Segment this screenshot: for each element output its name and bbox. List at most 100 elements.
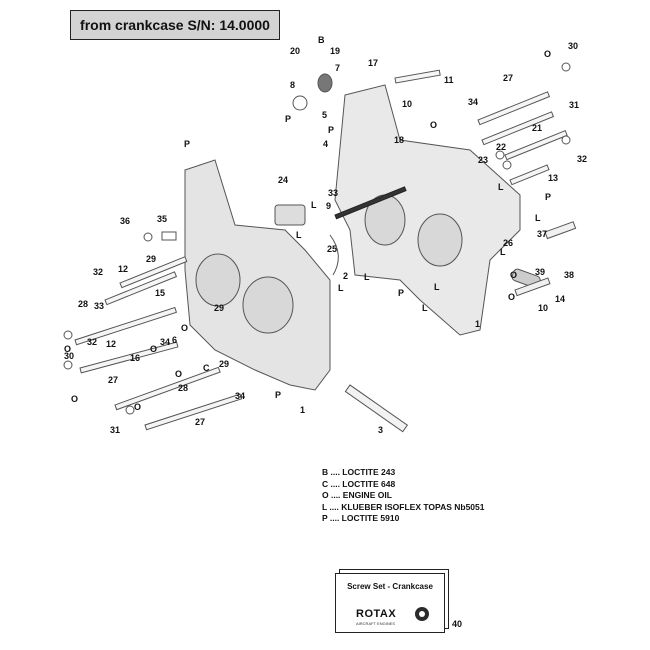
callout-39: 39	[535, 267, 545, 277]
callout-23: 23	[478, 155, 488, 165]
callout-27: 27	[108, 375, 118, 385]
symbol-labels: B O P P O L L L P P L P L L L L L O O O O O O C O P O	[64, 35, 551, 412]
callout-26: 26	[503, 238, 513, 248]
callout-1: 1	[300, 405, 305, 415]
callout-18: 18	[394, 135, 404, 145]
symbol-o: O	[71, 394, 78, 404]
callout-32: 32	[87, 337, 97, 347]
callout-29: 29	[219, 359, 229, 369]
rotax-logo: ROTAX	[356, 608, 397, 620]
symbol-o: O	[508, 292, 515, 302]
symbol-l: L	[338, 283, 344, 293]
callout-30: 30	[64, 351, 74, 361]
callout-20: 20	[290, 46, 300, 56]
symbol-o: O	[510, 270, 517, 280]
callout-30: 30	[568, 41, 578, 51]
legend-line-p: P .... LOCTITE 5910	[322, 513, 400, 523]
callout-34: 34	[160, 337, 170, 347]
symbol-l: L	[364, 272, 370, 282]
callout-15: 15	[155, 288, 165, 298]
callout-1: 1	[475, 319, 480, 329]
rotax-logo-sub: AIRCRAFT ENGINES	[356, 621, 396, 626]
symbol-o: O	[64, 344, 71, 354]
callout-31: 31	[110, 425, 120, 435]
symbol-l: L	[500, 247, 506, 257]
symbol-p: P	[398, 288, 404, 298]
symbol-o: O	[181, 323, 188, 333]
crankcase-right-half	[334, 84, 521, 336]
callout-34: 34	[468, 97, 478, 107]
callout-5: 5	[322, 110, 327, 120]
callout-10: 10	[538, 303, 548, 313]
kit-part-number: 40	[452, 619, 463, 629]
legend-line-l: L .... KLUEBER ISOFLEX TOPAS Nb5051	[322, 501, 485, 512]
header-title: from crankcase S/N: 14.0000	[80, 17, 270, 33]
legend-line-b: B .... LOCTITE 243	[322, 467, 396, 477]
symbol-p: P	[184, 139, 190, 149]
callout-25: 25	[327, 244, 337, 254]
callout-10: 10	[402, 99, 412, 109]
symbol-l: L	[311, 200, 317, 210]
callout-4: 4	[323, 139, 328, 149]
callout-12: 12	[118, 264, 128, 274]
callout-27: 27	[195, 417, 205, 427]
callout-11: 11	[444, 75, 454, 85]
symbol-l: L	[422, 303, 428, 313]
callout-29: 29	[146, 254, 156, 264]
symbol-l: L	[434, 282, 440, 292]
callout-7: 7	[335, 63, 340, 73]
callout-17: 17	[368, 58, 378, 68]
callout-3: 3	[378, 425, 383, 435]
callout-22: 22	[496, 142, 506, 152]
callout-29: 29	[214, 303, 224, 313]
callout-27: 27	[503, 73, 513, 83]
symbol-o: O	[134, 402, 141, 412]
screw-set-kit: Screw Set - Crankcase ROTAX AIRCRAFT ENG…	[335, 573, 445, 633]
symbol-l: L	[296, 230, 302, 240]
callout-31: 31	[569, 100, 579, 110]
callout-34: 34	[235, 391, 245, 401]
callout-32: 32	[577, 154, 587, 164]
symbol-o: O	[175, 369, 182, 379]
symbol-p: P	[545, 192, 551, 202]
callout-33: 33	[94, 301, 104, 311]
symbol-c: C	[203, 363, 210, 373]
callout-24: 24	[278, 175, 288, 185]
legend-line-o: O .... ENGINE OIL	[322, 490, 392, 500]
callout-6: 6	[172, 335, 177, 345]
callout-12: 12	[106, 339, 116, 349]
symbol-l: L	[498, 182, 504, 192]
symbol-p: P	[285, 114, 291, 124]
callout-9: 9	[326, 201, 331, 211]
legend: B .... LOCTITE 243 C .... LOCTITE 648 O …	[322, 467, 484, 525]
legend-line-c: C .... LOCTITE 648	[322, 478, 396, 489]
callout-36: 36	[120, 216, 130, 226]
callout-21: 21	[532, 123, 542, 133]
callout-14: 14	[555, 294, 565, 304]
serial-number-header: from crankcase S/N: 14.0000	[70, 10, 280, 40]
symbol-p: P	[275, 390, 281, 400]
callout-16: 16	[130, 353, 140, 363]
symbol-o: O	[430, 120, 437, 130]
brand-emblem-icon	[415, 607, 429, 621]
callout-28: 28	[178, 383, 188, 393]
callout-33: 33	[328, 188, 338, 198]
callout-19: 19	[330, 46, 340, 56]
crankcase-left-half	[184, 159, 331, 391]
symbol-o: O	[150, 344, 157, 354]
symbol-b: B	[318, 35, 325, 45]
kit-title: Screw Set - Crankcase	[347, 582, 433, 591]
symbol-o: O	[544, 49, 551, 59]
symbol-p: P	[328, 125, 334, 135]
callout-13: 13	[548, 173, 558, 183]
callout-32: 32	[93, 267, 103, 277]
callout-37: 37	[537, 229, 547, 239]
callout-35: 35	[157, 214, 167, 224]
callout-38: 38	[564, 270, 574, 280]
callout-labels: 1123456789101011121213141516171819202122…	[64, 41, 587, 435]
symbol-l: L	[535, 213, 541, 223]
callout-8: 8	[290, 80, 295, 90]
callout-2: 2	[343, 271, 348, 281]
